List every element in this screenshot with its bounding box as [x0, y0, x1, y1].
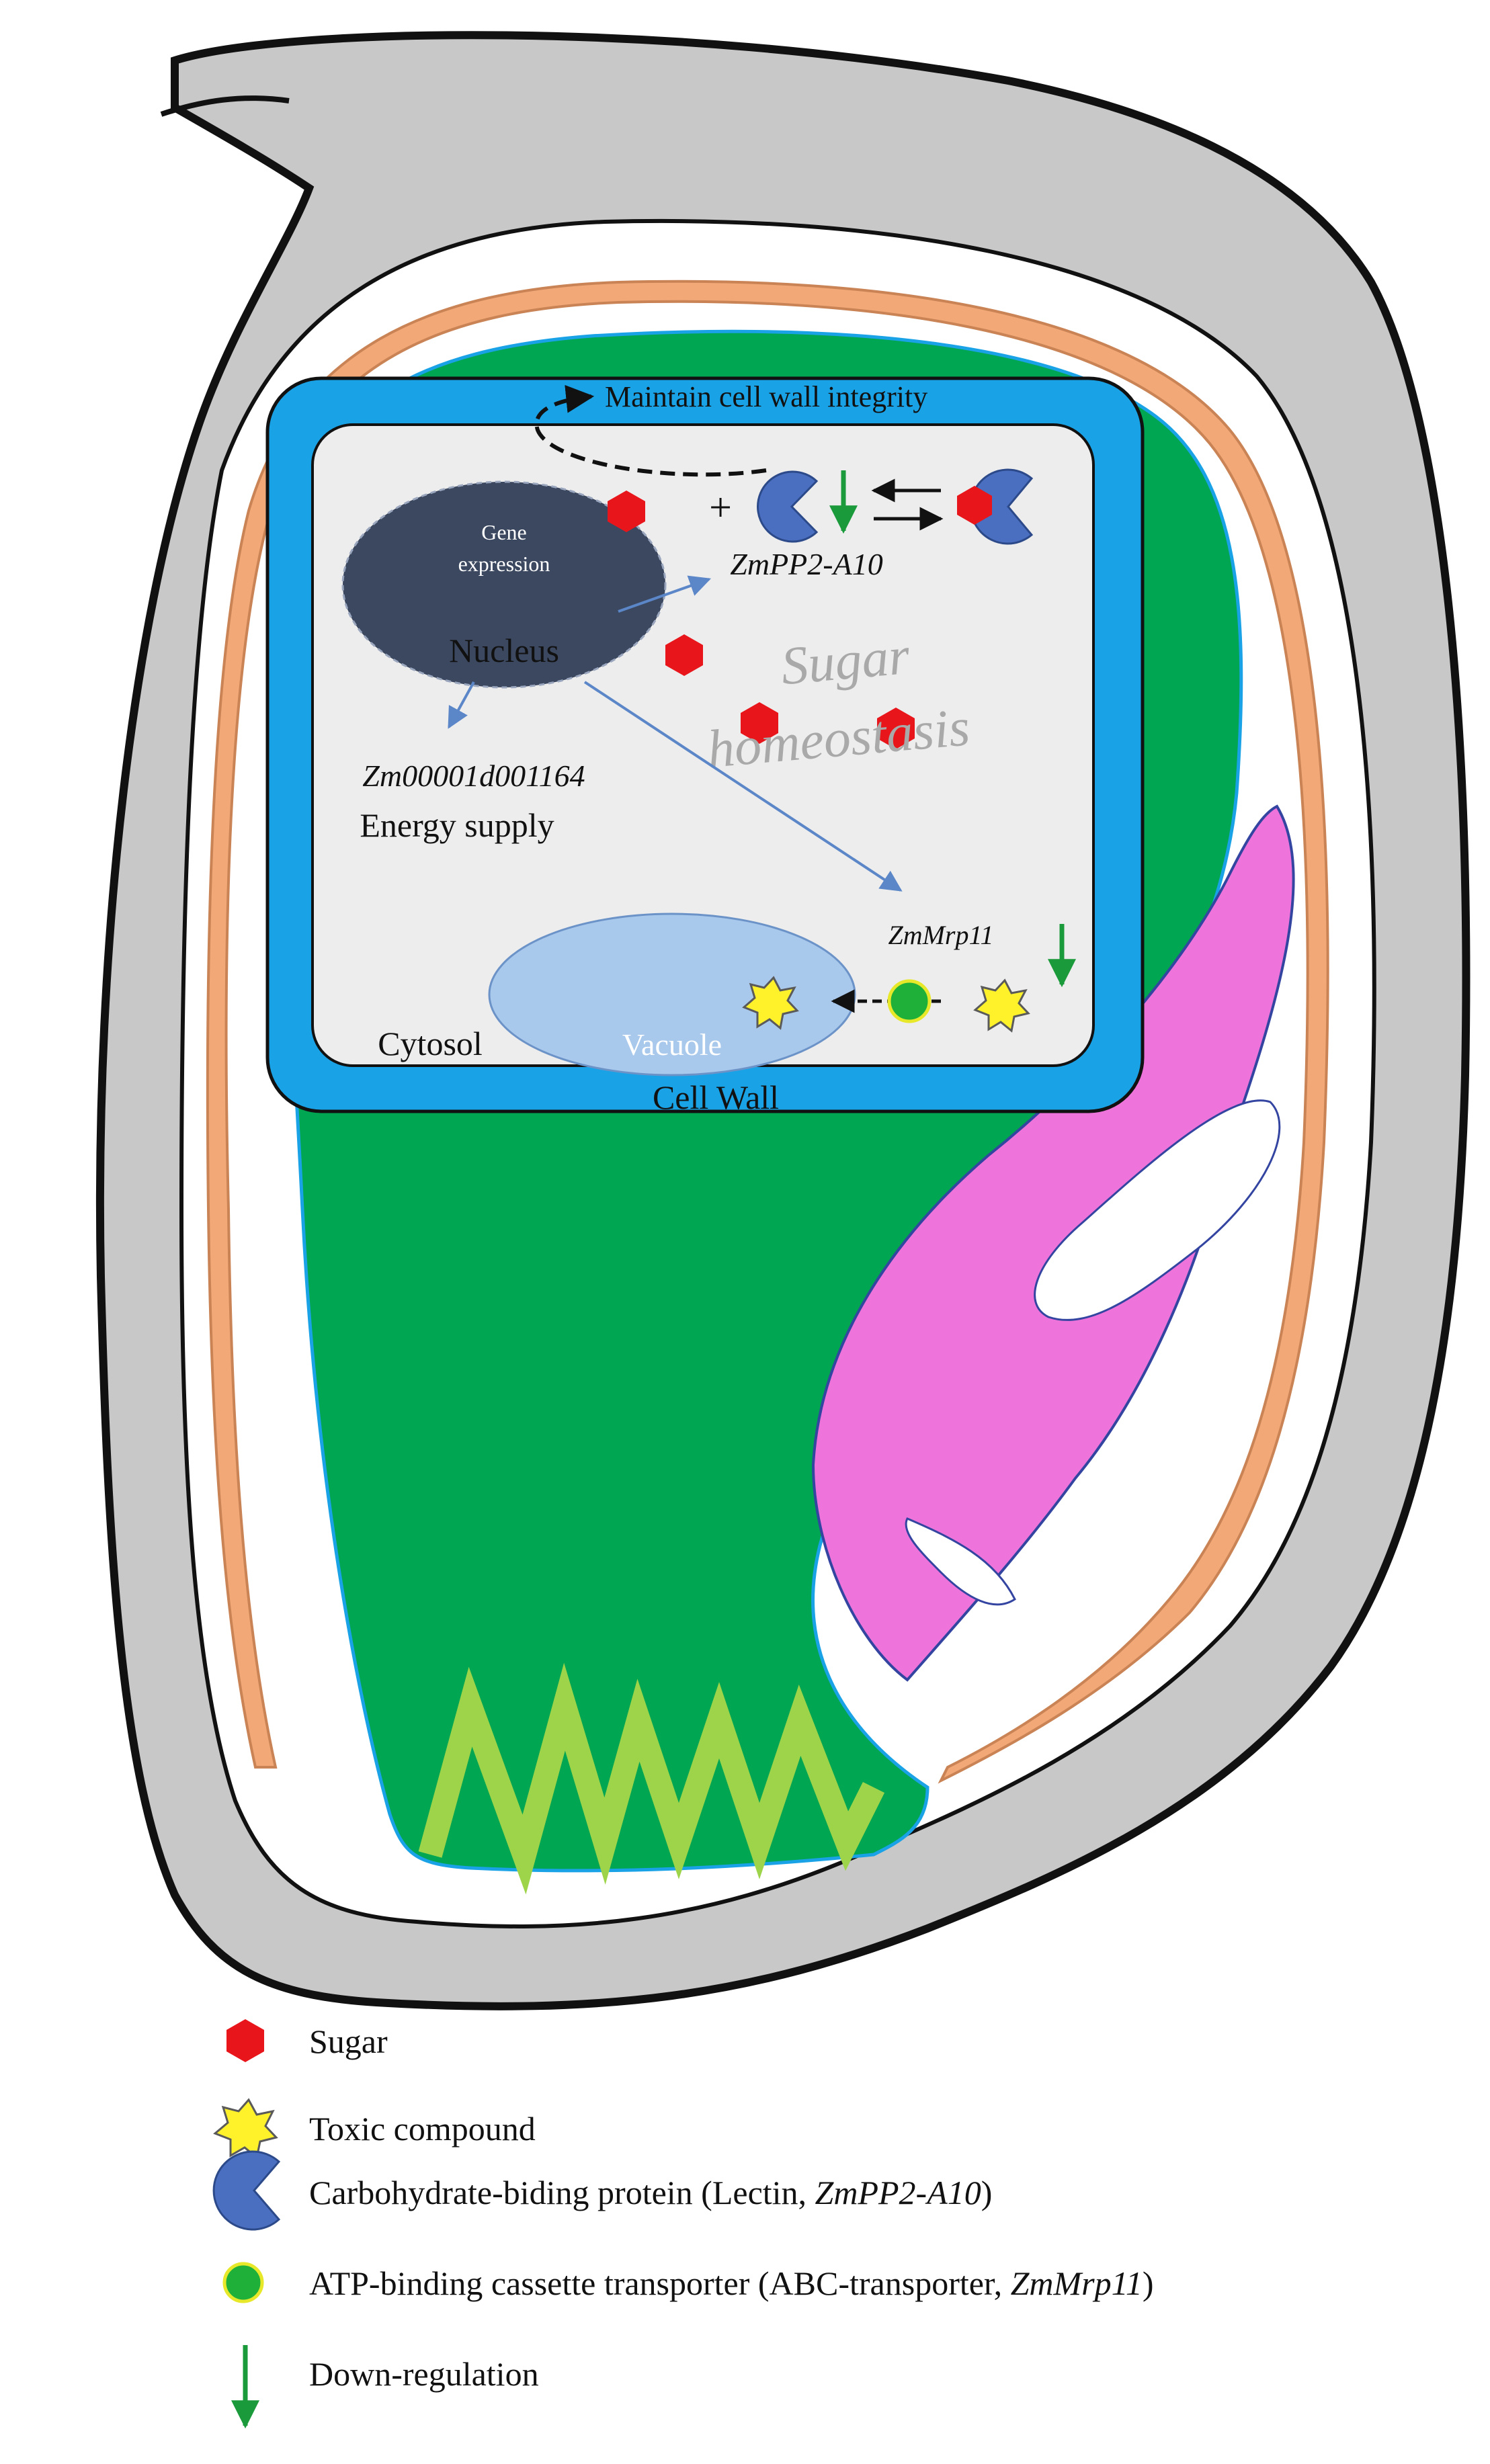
legend-abc-transporter-icon — [222, 2262, 264, 2303]
cell-wall-label: Cell Wall — [653, 1078, 779, 1116]
nucleus-to-zmpp2-arrow — [618, 575, 712, 613]
cytosol-label: Cytosol — [378, 1025, 483, 1062]
legend-abc-label: ATP-binding cassette transporter (ABC-tr… — [309, 2264, 1154, 2302]
vacuole-label: Vacuole — [622, 1027, 722, 1062]
plus-sign: + — [709, 485, 732, 529]
sugar-icon — [741, 702, 778, 744]
legend-lectin-label: Carbohydrate-biding protein (Lectin, ZmP… — [309, 2174, 992, 2211]
sugar-icon — [608, 491, 645, 532]
nucleus-label: Nucleus — [449, 632, 559, 669]
nucleus — [341, 480, 667, 689]
legend: Sugar Toxic compound Carbohydrate-biding… — [212, 2019, 1154, 2429]
legend-lectin-icon — [212, 2150, 281, 2231]
sugar-homeostasis-label-1: Sugar — [779, 626, 913, 696]
sugar-icon — [877, 708, 915, 749]
aleurone-layer — [206, 280, 1329, 1784]
sugar-icon — [665, 634, 703, 676]
toxic-compound-icon — [742, 976, 799, 1030]
zmpp2-label: ZmPP2-A10 — [730, 547, 882, 581]
legend-sugar-icon — [226, 2019, 264, 2062]
zm-gene-label: Zm00001d001164 — [362, 759, 585, 793]
maintain-arrow — [534, 384, 767, 477]
legend-sugar-label: Sugar — [309, 2023, 388, 2060]
legend-toxic-label: Toxic compound — [309, 2110, 536, 2148]
legend-down-label: Down-regulation — [309, 2355, 539, 2393]
nucleus-to-zm-gene-arrow — [448, 681, 475, 729]
gene-expression-label-1: Gene — [481, 520, 527, 544]
maintain-label: Maintain cell wall integrity — [605, 380, 927, 413]
lectin-icon — [757, 470, 819, 543]
abc-transporter-icon — [887, 979, 932, 1023]
basal-transfer-zigzag — [418, 1662, 885, 1895]
toxic-compound-icon — [973, 978, 1030, 1033]
zmmrp11-label: ZmMrp11 — [888, 920, 993, 950]
nucleus-to-zmmrp11-arrow — [583, 681, 903, 892]
gene-expression-label-2: expression — [458, 552, 550, 576]
embryo-gap — [1034, 1099, 1281, 1321]
bound-sugar-icon — [957, 486, 992, 525]
embryo-slit — [905, 1517, 1016, 1606]
legend-toxic-icon — [213, 2098, 278, 2160]
seed-coat-edge — [160, 95, 290, 117]
energy-supply-label: Energy supply — [360, 806, 554, 844]
vacuole — [488, 912, 856, 1076]
